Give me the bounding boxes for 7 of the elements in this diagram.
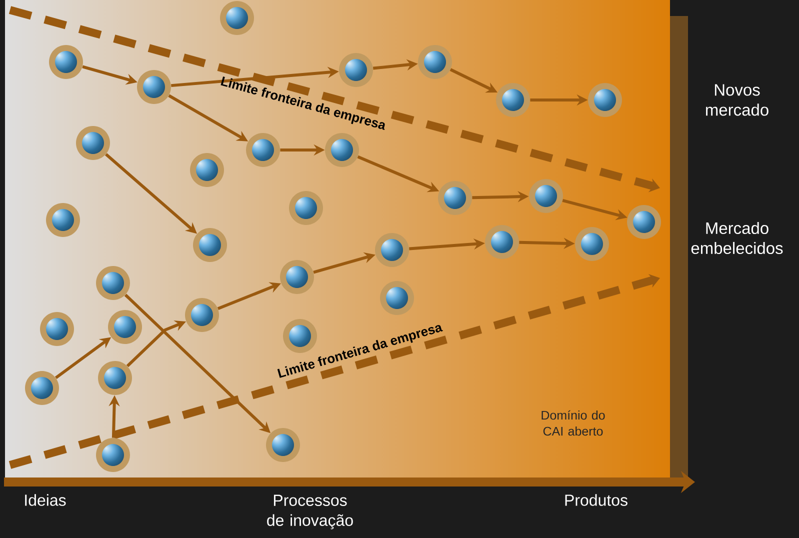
axis-label: Processos de inovação (267, 494, 353, 530)
domain-label: Domínio do CAI aberto (542, 410, 605, 436)
boundary-label: Limite fronteira da empresa (277, 325, 443, 378)
axis-label: Produtos (565, 494, 628, 506)
axis-label: Ideias (25, 494, 66, 506)
market-label: Mercado embelecidos (691, 222, 783, 254)
market-label: Novos mercado (706, 84, 768, 116)
